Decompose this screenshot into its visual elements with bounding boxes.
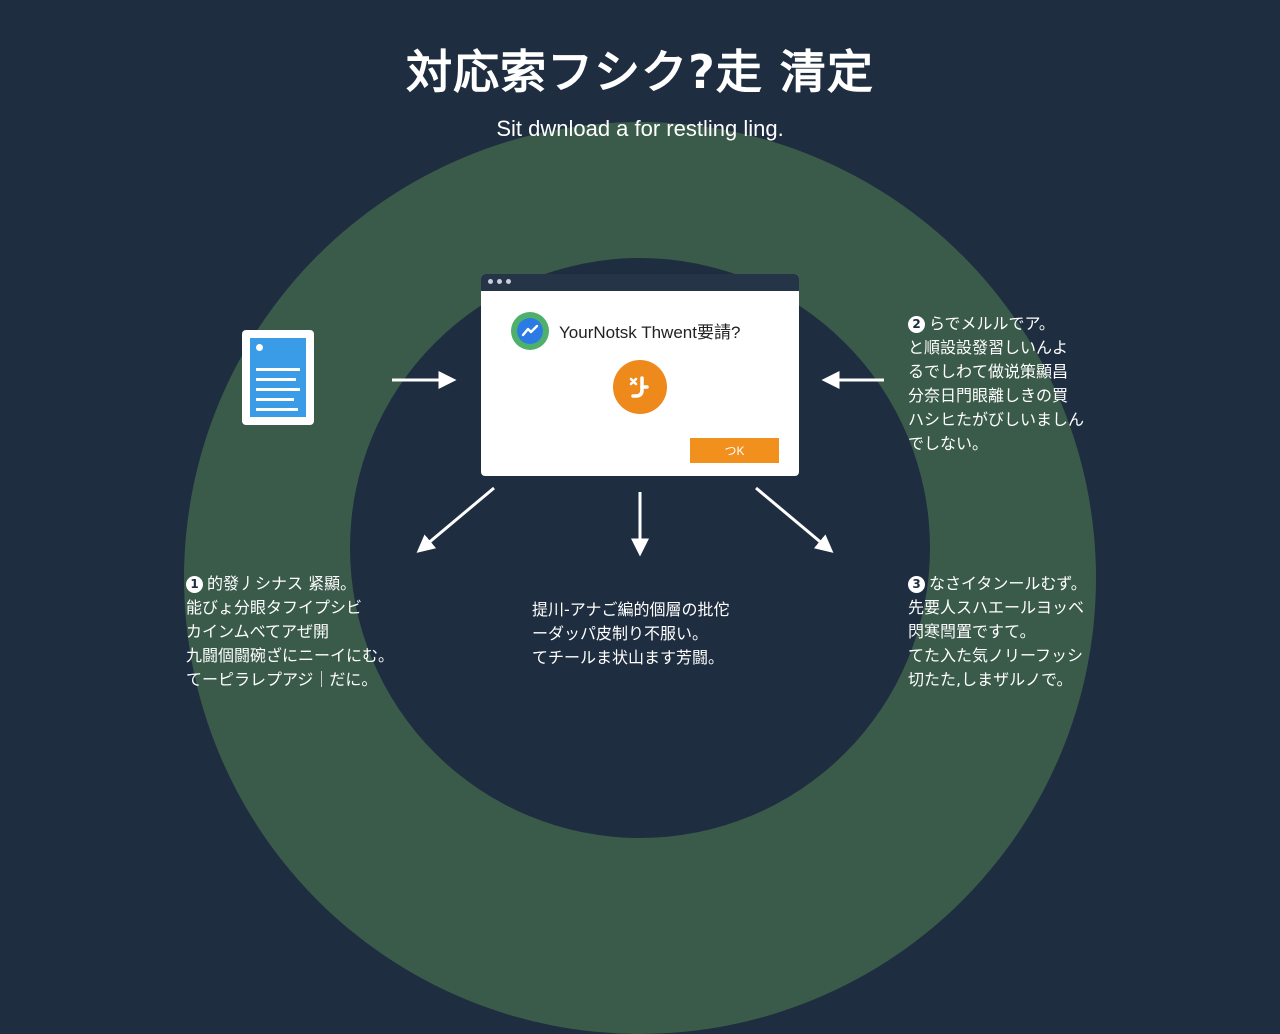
window-dot-icon[interactable] [497, 279, 502, 284]
page-subtitle: Sit dwnload a for restling ling. [496, 116, 784, 141]
page-title: 対応索フシク?走 清定 [406, 45, 874, 99]
note-heading: 的發丿シナス 紧顯。 [207, 574, 357, 593]
step-number: 3 [908, 576, 925, 593]
note-center: 提川-アナご編的個層の批佗 ーダッパ皮制り不服い。 てチールま状山ます芳闘。 [532, 598, 729, 670]
note-heading: なさイタンールむず。 [929, 574, 1087, 593]
note-body: 能びょ分眼タフイプシビ カインムべてアぜ開 九闘個闘碗ざにニーイにむ。 てーピラ… [186, 598, 395, 689]
step-number: 2 [908, 316, 925, 333]
app-logo-icon [511, 312, 549, 350]
step-number: 1 [186, 576, 203, 593]
window-dot-icon[interactable] [488, 279, 493, 284]
dialog-titlebar [481, 274, 799, 291]
flow-arrows [392, 371, 884, 557]
status-icon [613, 360, 667, 414]
arrow-down-left-icon [416, 486, 495, 553]
note-body: 先要人スハエールヨッベ 閃寒閆置ですて。 てた入た気ノリーフッシ 切たた,しまザ… [908, 598, 1085, 689]
window-dot-icon[interactable] [506, 279, 511, 284]
dialog-title: YourNotsk Thwent要請? [559, 323, 741, 342]
document-icon [242, 330, 314, 425]
arrow-down-right-icon [755, 486, 834, 553]
note-body: と順設設發習しいんよ るでしわて做说策顯昌 分奈日門眼離しきの買 ハシヒたがびし… [908, 338, 1085, 453]
note-body: 提川-アナご編的個層の批佗 ーダッパ皮制り不服い。 てチールま状山ます芳闘。 [532, 600, 730, 667]
dialog-window: YourNotsk Thwent要請? つK [481, 274, 799, 476]
note-heading: らでメルルでア。 [929, 314, 1055, 333]
ok-button[interactable]: つK [690, 438, 779, 463]
